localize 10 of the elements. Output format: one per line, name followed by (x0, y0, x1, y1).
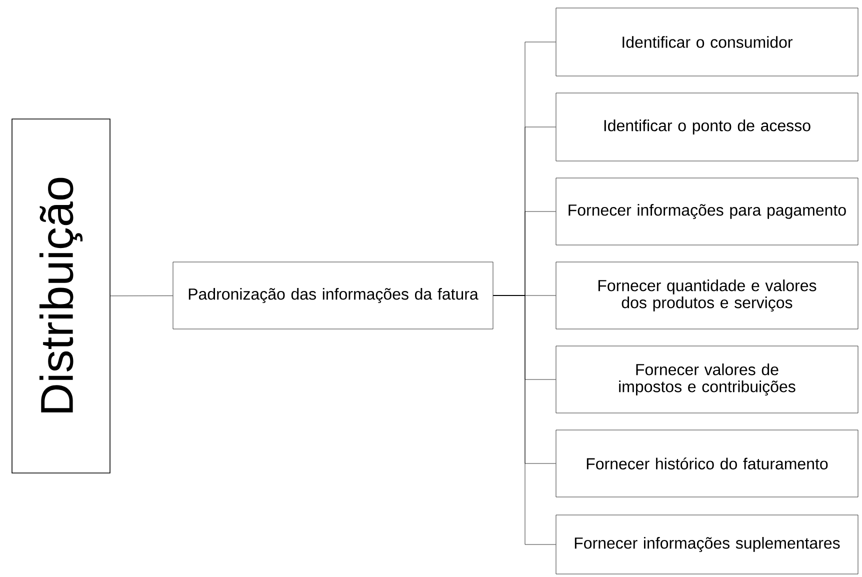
connector-line (493, 295, 556, 545)
process-box: Padronização das informações da fatura (172, 262, 494, 330)
process-box: Identificar o consumidor (556, 8, 858, 76)
process-box: Fornecer informações suplementares (556, 514, 858, 574)
process-box: Fornecer valores de impostos e contribuições (556, 346, 858, 414)
process-box: Identificar o ponto de acesso (556, 92, 858, 162)
process-box: Fornecer histórico do faturamento (556, 430, 858, 498)
vertical-title-box: Distribuição (12, 118, 110, 474)
process-box: Fornecer quantidade e valores dos produtos e serviços (556, 262, 858, 330)
process-box: Fornecer informações para pagamento (556, 178, 858, 246)
